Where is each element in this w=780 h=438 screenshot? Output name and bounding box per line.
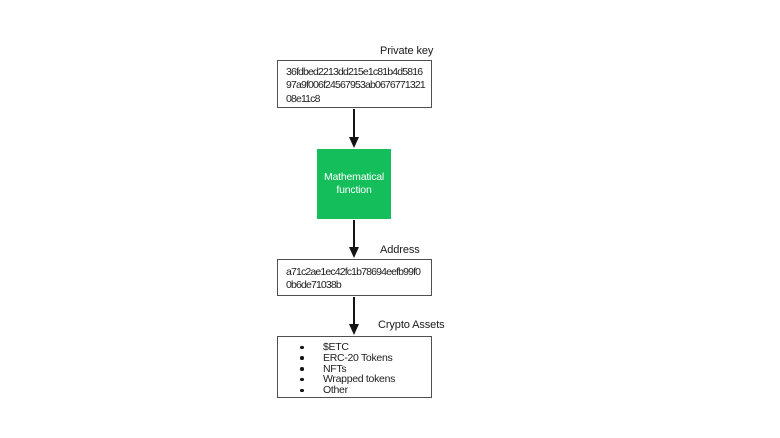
arrow-shaft xyxy=(353,297,355,326)
bullet-icon xyxy=(300,367,304,371)
crypto-assets-box: $ETC ERC-20 Tokens NFTs Wrapped tokens O… xyxy=(277,336,432,398)
arrow-shaft xyxy=(353,109,355,139)
crypto-asset-item: Other xyxy=(278,385,431,396)
crypto-asset-item-label: Wrapped tokens xyxy=(323,373,396,386)
crypto-asset-item-label: $ETC xyxy=(323,341,349,353)
crypto-asset-item: $ETC xyxy=(278,342,431,353)
crypto-asset-item-label: Other xyxy=(323,384,348,397)
address-text-line: 0b6de71038b xyxy=(286,279,342,292)
private-key-text-line: 08e11c8 xyxy=(286,92,320,105)
private-key-text-line: 36fdbed2213dd215e1c81b4d5816 xyxy=(286,66,423,78)
arrow-head xyxy=(348,137,359,148)
bullet-icon xyxy=(300,356,304,360)
private-key-box: 36fdbed2213dd215e1c81b4d5816 97a9f006f24… xyxy=(277,60,432,108)
crypto-assets-list: $ETC ERC-20 Tokens NFTs Wrapped tokens O… xyxy=(278,342,431,396)
crypto-asset-item: NFTs xyxy=(278,362,431,375)
private-key-label: Private key xyxy=(380,45,434,57)
crypto-asset-item-label: ERC-20 Tokens xyxy=(323,351,393,364)
arrow-shaft xyxy=(353,220,355,249)
mathematical-function-box: Mathematical function xyxy=(317,149,391,219)
crypto-asset-item: ERC-20 Tokens xyxy=(278,351,431,364)
address-label: Address xyxy=(380,244,420,256)
bullet-icon xyxy=(300,377,304,382)
crypto-asset-item: Wrapped tokens xyxy=(278,374,431,385)
crypto-asset-item-label: NFTs xyxy=(323,362,347,375)
private-key-text-line: 97a9f006f24567953ab0676771321 xyxy=(286,79,426,92)
arrow-head xyxy=(348,247,359,258)
bullet-icon xyxy=(300,345,304,349)
address-text-line: a71c2ae1ec42fc1b78694eefb99f0 xyxy=(286,266,421,278)
address-box: a71c2ae1ec42fc1b78694eefb99f0 0b6de71038… xyxy=(277,259,432,296)
function-box-text-line: function xyxy=(336,184,372,196)
arrow-head xyxy=(348,324,359,335)
crypto-assets-label: Crypto Assets xyxy=(378,319,445,331)
bullet-icon xyxy=(300,388,304,393)
function-box-text-line: Mathematical xyxy=(323,171,385,183)
